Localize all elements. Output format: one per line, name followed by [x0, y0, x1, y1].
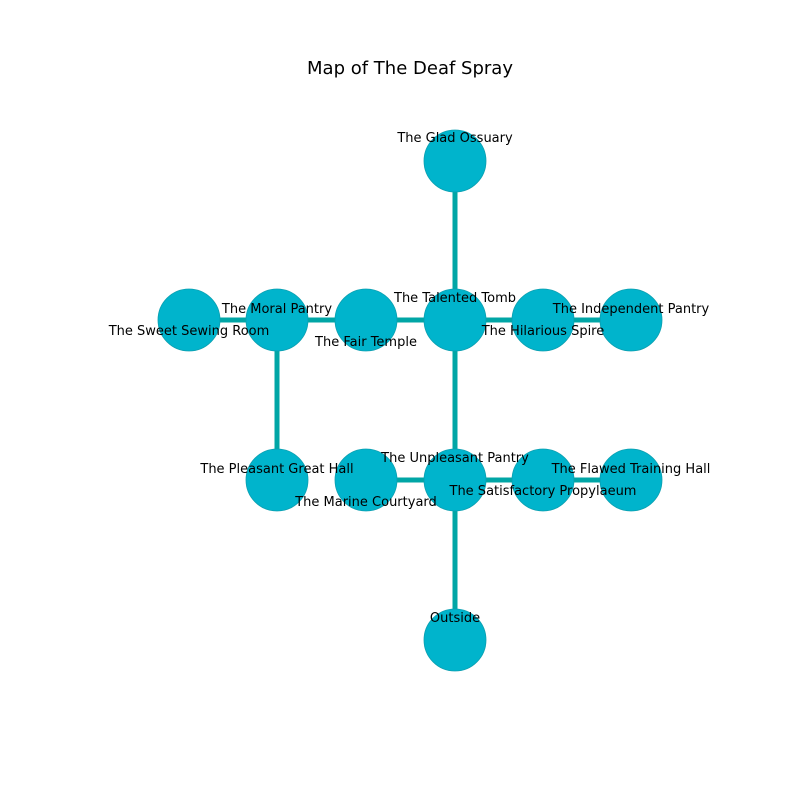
room-label-unpleasant-pantry: The Unpleasant Pantry [380, 451, 529, 466]
room-node-satisfactory-propylaeum [511, 448, 575, 512]
room-node-moral-pantry [245, 288, 309, 352]
room-node-outside [423, 608, 487, 672]
connections-layer [189, 161, 631, 640]
room-label-glad-ossuary: The Glad Ossuary [396, 131, 513, 146]
room-node-glad-ossuary [423, 129, 487, 193]
room-node-fair-temple [334, 288, 398, 352]
room-label-hilarious-spire: The Hilarious Spire [481, 324, 605, 339]
room-label-flawed-training-hall: The Flawed Training Hall [551, 462, 711, 477]
room-node-flawed-training-hall [599, 448, 663, 512]
map-title: Map of The Deaf Spray [307, 58, 513, 79]
room-label-fair-temple: The Fair Temple [314, 335, 417, 350]
room-label-moral-pantry: The Moral Pantry [221, 302, 332, 317]
room-label-outside: Outside [430, 611, 480, 626]
room-label-independent-pantry: The Independent Pantry [552, 302, 710, 317]
room-node-independent-pantry [599, 288, 663, 352]
room-label-satisfactory-propylaeum: The Satisfactory Propylaeum [449, 484, 637, 499]
room-label-marine-courtyard: The Marine Courtyard [294, 495, 437, 510]
room-label-talented-tomb: The Talented Tomb [393, 291, 516, 306]
room-node-talented-tomb [423, 288, 487, 352]
rooms-layer [157, 129, 663, 672]
room-label-pleasant-great-hall: The Pleasant Great Hall [199, 462, 353, 477]
room-label-sweet-sewing-room: The Sweet Sewing Room [108, 324, 270, 339]
room-node-sweet-sewing-room [157, 288, 221, 352]
room-node-pleasant-great-hall [245, 448, 309, 512]
room-node-hilarious-spire [511, 288, 575, 352]
room-node-marine-courtyard [334, 448, 398, 512]
room-node-unpleasant-pantry [423, 448, 487, 512]
